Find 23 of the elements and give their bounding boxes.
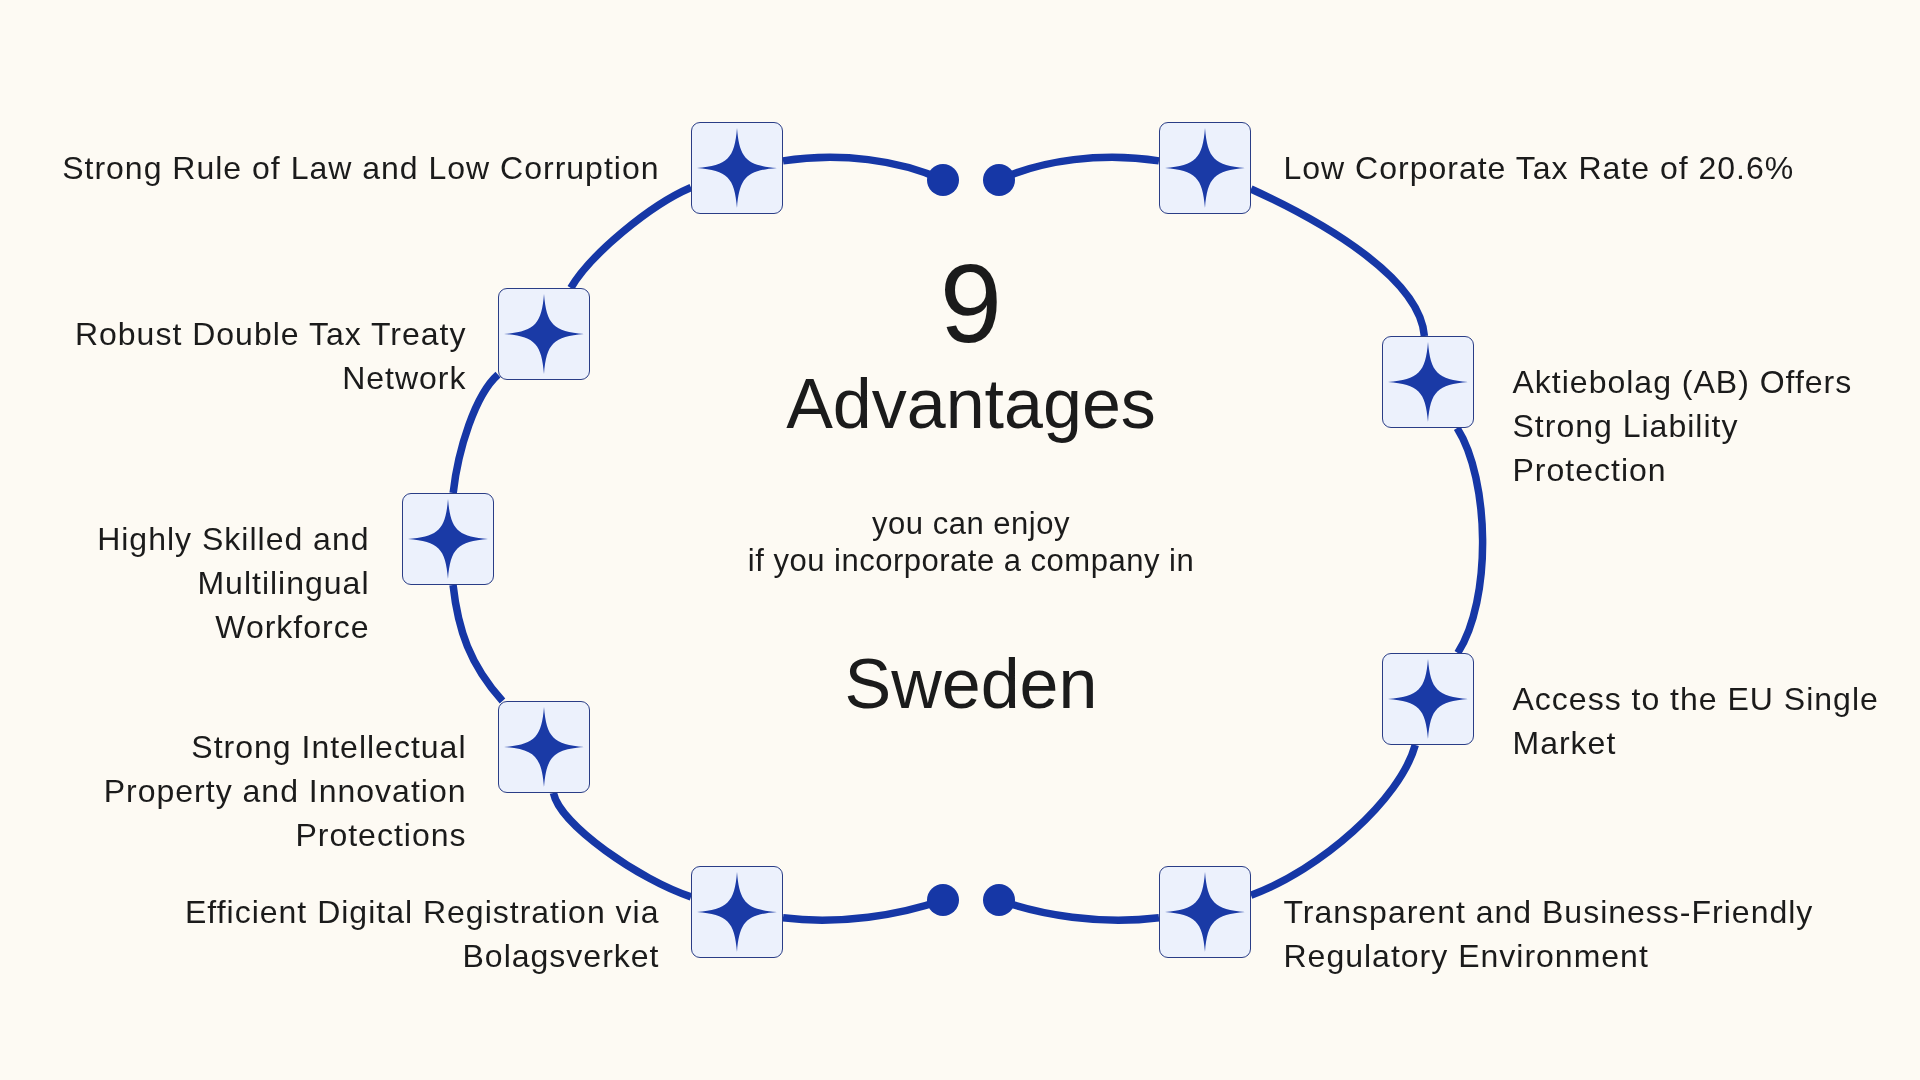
advantage-label: Access to the EU Single Market [1512, 679, 1880, 763]
country-name: Sweden [844, 649, 1098, 719]
ring-arc [1453, 426, 1487, 655]
advantage-label: Efficient Digital Registration via Bolagsverket [184, 892, 660, 976]
advantage-label: Low Corporate Tax Rate of 20.6% [1283, 148, 1796, 188]
ring-arc [983, 884, 1160, 924]
ring-arc [1249, 185, 1429, 337]
ring-arc [449, 584, 506, 704]
advantage-label: Strong Rule of Law and Low Corruption [61, 148, 660, 188]
advantage-label: Robust Double Tax Treaty Network [73, 314, 467, 398]
ring-arc [782, 884, 959, 924]
ring-arc [549, 791, 693, 901]
ring-arc [983, 153, 1160, 196]
advantage-label: Strong Intellectual Property and Innovation Protections [102, 727, 467, 855]
ring-arc [1249, 743, 1419, 899]
heading-number: 9 [939, 248, 1003, 360]
advantage-label: Highly Skilled and Multilingual Workforce [96, 519, 370, 647]
subtitle-text: you can enjoy if you incorporate a company in [747, 505, 1195, 579]
advantage-label: Transparent and Business-Friendly Regulatory Environment [1283, 892, 1815, 976]
advantage-label: Aktiebolag (AB) Offers Strong Liability Protection [1512, 362, 1854, 490]
ring-arc [567, 184, 693, 291]
ring-arc [449, 372, 501, 494]
ring-arc [782, 153, 959, 196]
